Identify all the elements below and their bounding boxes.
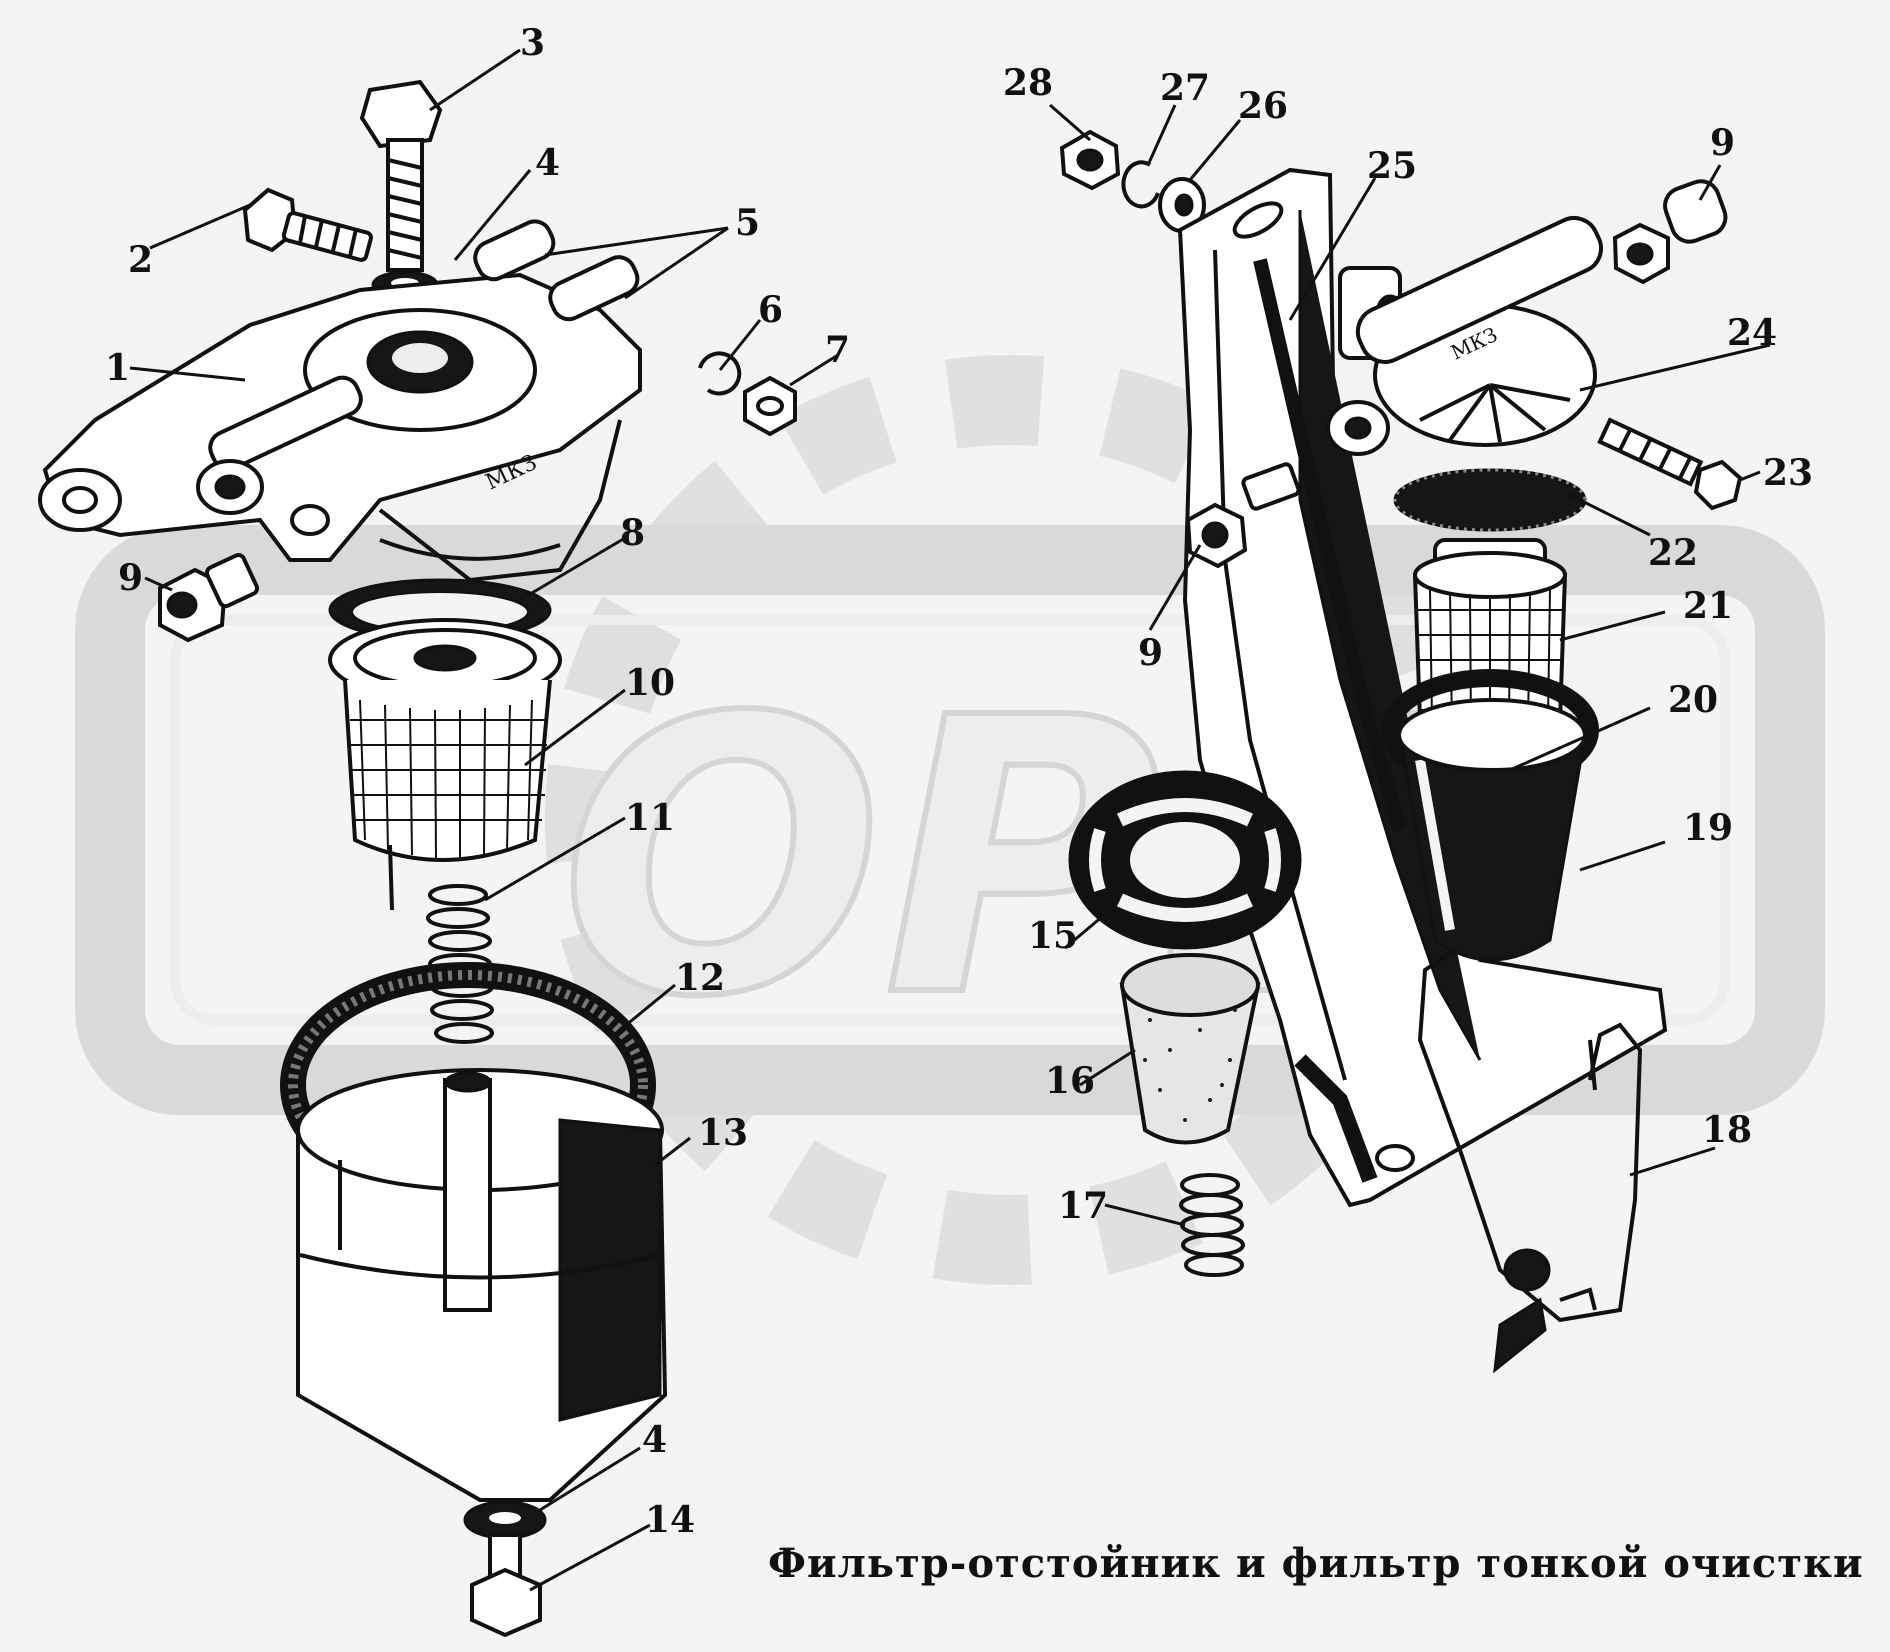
label-18: 18 [1702, 1109, 1752, 1151]
diagram-caption: Фильтр-отстойник и фильтр тонкой очистки [768, 1540, 1864, 1587]
label-4-top: 4 [535, 142, 560, 184]
fine-filter-head-24: МКЗ [1326, 216, 1603, 456]
bolt-14-icon [470, 1533, 542, 1638]
label-10: 10 [625, 662, 675, 704]
filter-element-10 [328, 618, 562, 911]
union-9-middle-icon [1185, 462, 1301, 569]
label-14: 14 [645, 1499, 695, 1541]
label-25: 25 [1367, 145, 1417, 187]
spring-ring-27-icon [1121, 160, 1160, 209]
washer-6-icon [698, 351, 742, 396]
bolt-23-icon [1597, 417, 1743, 511]
bolt-3-icon [359, 79, 443, 300]
union-9-left-icon [158, 553, 260, 643]
label-8: 8 [620, 512, 645, 554]
label-12: 12 [675, 957, 725, 999]
ring-nut-22-icon [1393, 468, 1587, 532]
label-23: 23 [1763, 452, 1813, 494]
label-16: 16 [1045, 1060, 1095, 1102]
label-6: 6 [758, 289, 783, 331]
cup-19 [1397, 698, 1587, 962]
filter-element-21 [1412, 538, 1568, 735]
label-27: 27 [1160, 67, 1210, 109]
label-9-middle: 9 [1138, 632, 1163, 674]
label-26: 26 [1238, 85, 1288, 127]
label-15: 15 [1028, 915, 1078, 957]
washer-4-lower-icon [463, 1500, 547, 1540]
label-11: 11 [625, 797, 675, 839]
disc-15-icon [1068, 770, 1302, 950]
label-3: 3 [520, 22, 545, 64]
label-4-bottom: 4 [642, 1419, 667, 1461]
label-22: 22 [1648, 532, 1698, 574]
label-9-left: 9 [118, 557, 143, 599]
felt-element-16 [1119, 953, 1261, 1145]
label-20: 20 [1668, 679, 1718, 721]
filter-head-1: МКЗ [38, 219, 642, 583]
nut-7-icon [743, 375, 797, 437]
bolt-2-icon [242, 187, 373, 262]
label-9-right: 9 [1710, 122, 1735, 164]
clamp-18-icon [1417, 948, 1643, 1374]
label-2: 2 [128, 239, 153, 281]
label-17: 17 [1058, 1185, 1108, 1227]
label-28: 28 [1003, 62, 1053, 104]
part-numbers: 3 2 4 5 1 6 7 8 9 10 11 12 13 4 14 15 16… [105, 22, 1813, 1541]
label-24: 24 [1727, 312, 1777, 354]
label-1: 1 [105, 347, 130, 389]
label-13: 13 [698, 1112, 748, 1154]
bowl-13 [296, 1068, 668, 1502]
union-9-right-icon [1612, 179, 1728, 285]
washer-26-icon [1158, 177, 1206, 233]
label-19: 19 [1683, 807, 1733, 849]
label-7: 7 [825, 329, 850, 371]
label-5: 5 [735, 202, 760, 244]
label-21: 21 [1683, 585, 1733, 627]
leader-lines [129, 48, 1771, 1592]
nut-28-icon [1059, 129, 1121, 191]
